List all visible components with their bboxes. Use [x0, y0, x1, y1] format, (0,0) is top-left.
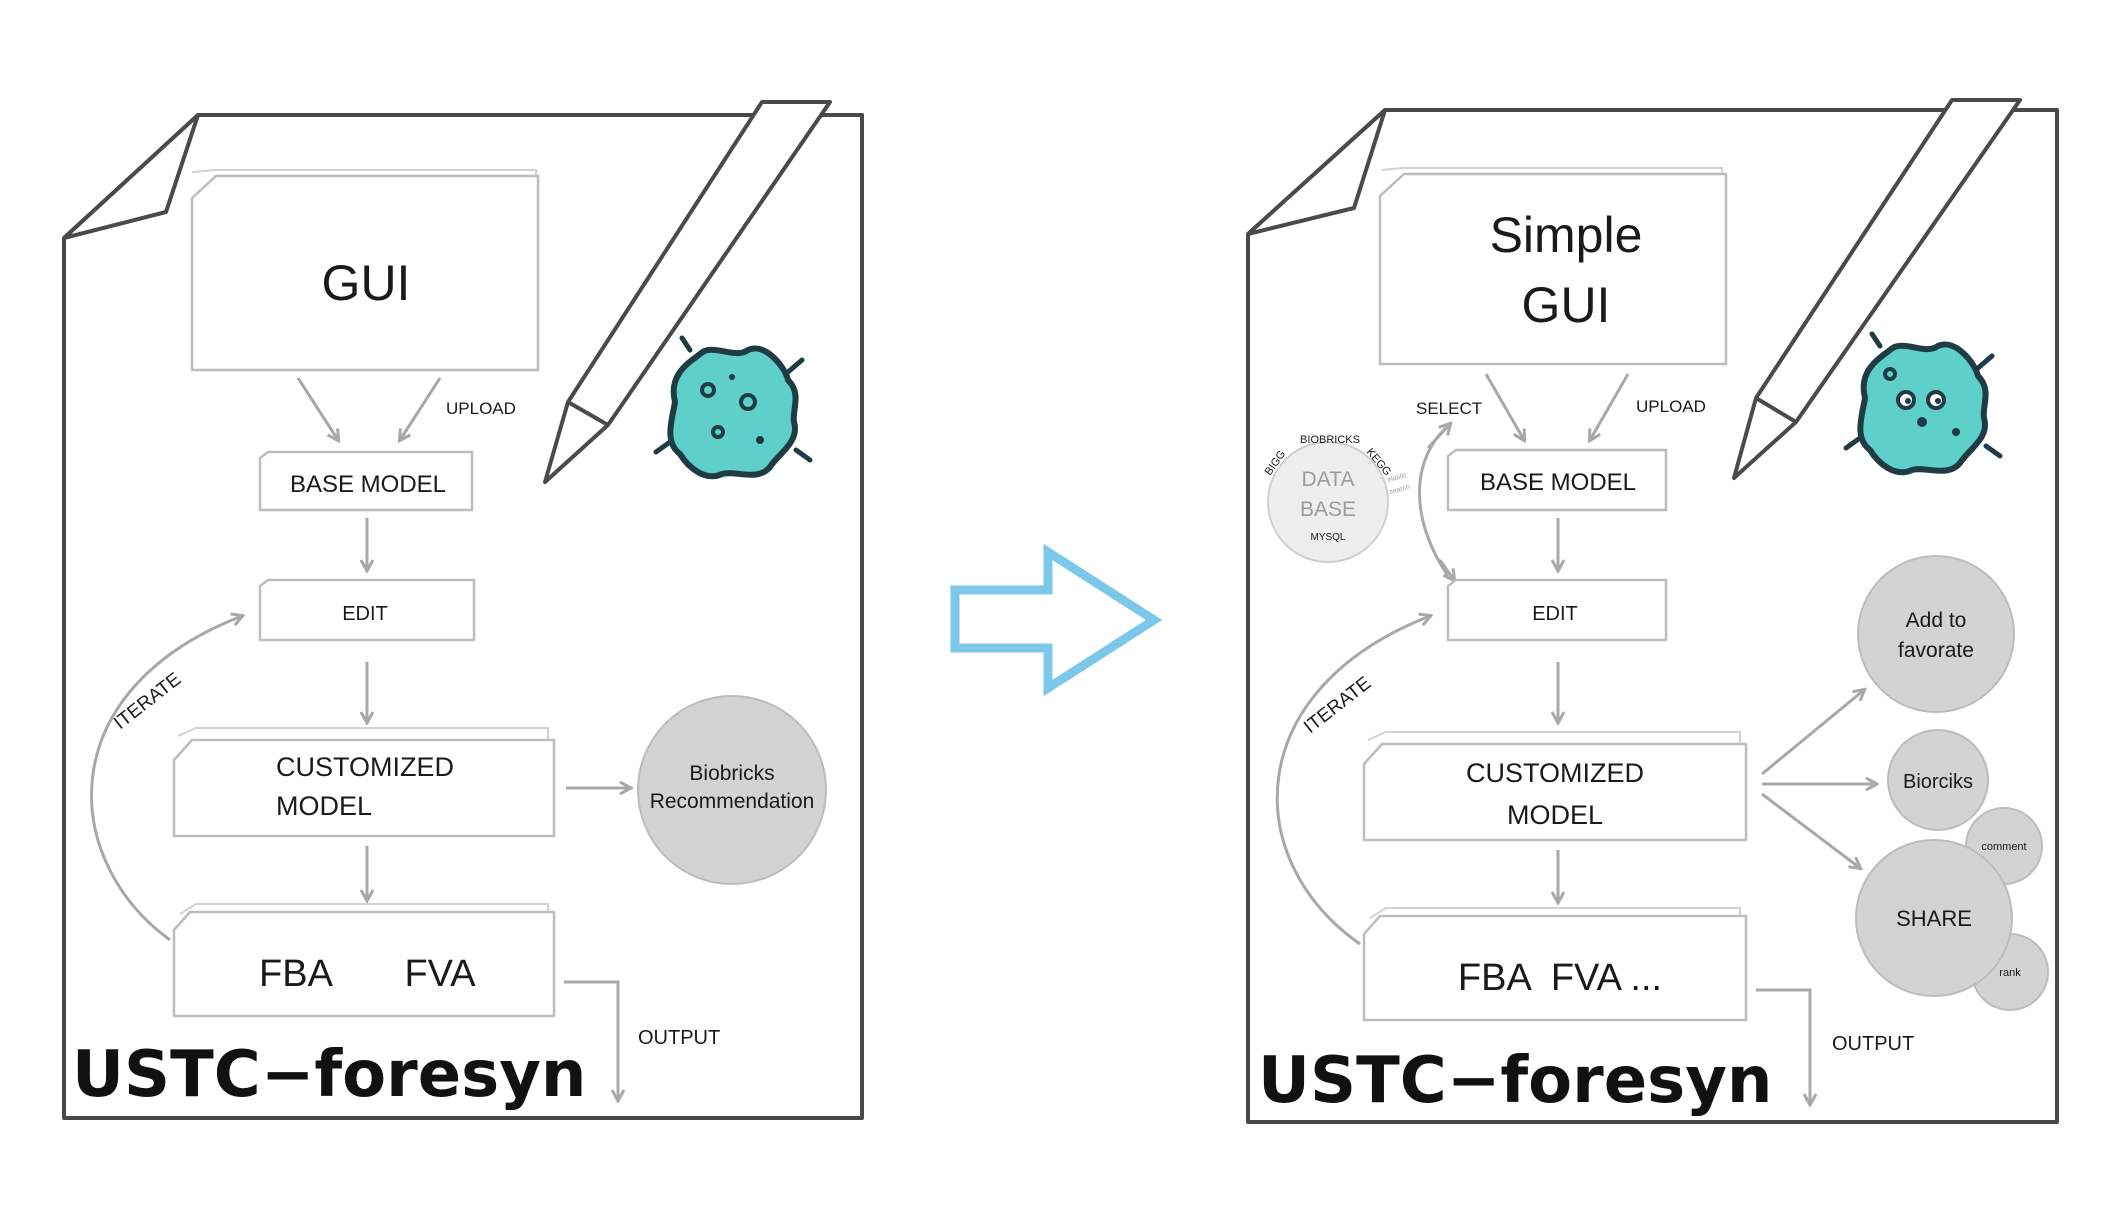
customized-model-box: CUSTOMIZED MODEL [172, 727, 556, 838]
arrow-db-to-edit [1438, 559, 1454, 580]
database-line1: DATA [1302, 468, 1355, 491]
customized-line2: MODEL [276, 791, 372, 821]
gui-line2: GUI [1522, 277, 1611, 333]
pencil-icon [543, 100, 832, 484]
add-to-favorite-node: Add to favorate [1857, 555, 2015, 713]
upload-label: UPLOAD [1636, 397, 1706, 416]
gui-label: GUI [322, 255, 411, 311]
database-line2: BASE [1300, 498, 1356, 521]
edit-box: EDIT [258, 578, 476, 642]
database-mysql: MYSQL [1310, 532, 1345, 543]
fba-fva-box: FBA FVA ... [1362, 907, 1748, 1022]
arrow-gui-to-base [296, 377, 338, 440]
share-node: comment rank SHARE [1855, 807, 2049, 1011]
left-page-curl [62, 113, 200, 240]
biobricks-recommendation-node: Biobricks Recommendation [637, 695, 827, 885]
arrow-output [1756, 988, 1810, 1104]
favorite-line1: Add to [1906, 609, 1967, 632]
customized-line1: CUSTOMIZED [1466, 758, 1644, 788]
iterate-loop-arrow [1275, 616, 1430, 946]
base-model-box: BASE MODEL [1446, 448, 1668, 512]
fba-fva-box: FBA FVA [172, 903, 556, 1018]
left-logo: USTC−foresyn [72, 1038, 586, 1112]
gui-box: GUI [190, 169, 540, 372]
edit-box: EDIT [1446, 578, 1668, 642]
base-model-label: BASE MODEL [290, 471, 446, 498]
customized-line2: MODEL [1507, 800, 1603, 830]
edit-label: EDIT [342, 603, 388, 625]
arrow-upload-to-base [400, 377, 442, 440]
arrow-output [564, 980, 618, 1100]
base-model-label: BASE MODEL [1480, 469, 1636, 496]
edit-label: EDIT [1532, 603, 1578, 625]
output-label: OUTPUT [1832, 1033, 1914, 1055]
fba-label: FBA [259, 953, 334, 995]
arrow-upload-to-base [1590, 373, 1630, 440]
right-page-curl [1246, 108, 1387, 236]
arrow-select-to-base [1484, 373, 1524, 440]
comment-label: comment [1981, 841, 2026, 853]
base-model-box: BASE MODEL [258, 450, 474, 512]
select-label: SELECT [1416, 399, 1482, 418]
arrow-to-favorite [1761, 690, 1864, 776]
rank-label: rank [1999, 967, 2021, 979]
output-label: OUTPUT [638, 1027, 720, 1049]
fva-label: FVA [404, 953, 476, 995]
biobricks-line1: Biobricks [689, 762, 774, 785]
fba-fva-label: FBA FVA ... [1458, 957, 1662, 999]
upload-label: UPLOAD [446, 399, 516, 418]
gui-line1: Simple [1490, 207, 1643, 263]
simple-gui-box: Simple GUI [1378, 167, 1728, 366]
biobricks-node: Biorciks [1887, 729, 1989, 831]
right-panel: Simple GUI SELECT UPLOAD DATA BASE MYSQL… [1246, 98, 2059, 1124]
favorite-line2: favorate [1898, 639, 1974, 662]
biobricks-line2: Recommendation [650, 790, 815, 813]
bacteria-icon [1843, 331, 2003, 476]
bacteria-icon [653, 335, 813, 480]
customized-model-box: CUSTOMIZED MODEL [1362, 731, 1748, 842]
left-panel: GUI UPLOAD BASE MODEL EDIT CUSTOMIZED MO… [62, 100, 864, 1120]
pencil-icon [1732, 98, 2022, 480]
arrow-db-to-select [1426, 424, 1450, 450]
iterate-loop-arrow [90, 616, 242, 942]
share-label: SHARE [1896, 906, 1972, 931]
right-logo: USTC−foresyn [1258, 1044, 1772, 1118]
database-biobricks: BIOBRICKS [1300, 434, 1360, 446]
biobricks-label: Biorciks [1903, 771, 1973, 793]
arrow-to-share [1761, 792, 1860, 868]
transition-arrow-icon [950, 543, 1163, 697]
customized-line1: CUSTOMIZED [276, 752, 454, 782]
